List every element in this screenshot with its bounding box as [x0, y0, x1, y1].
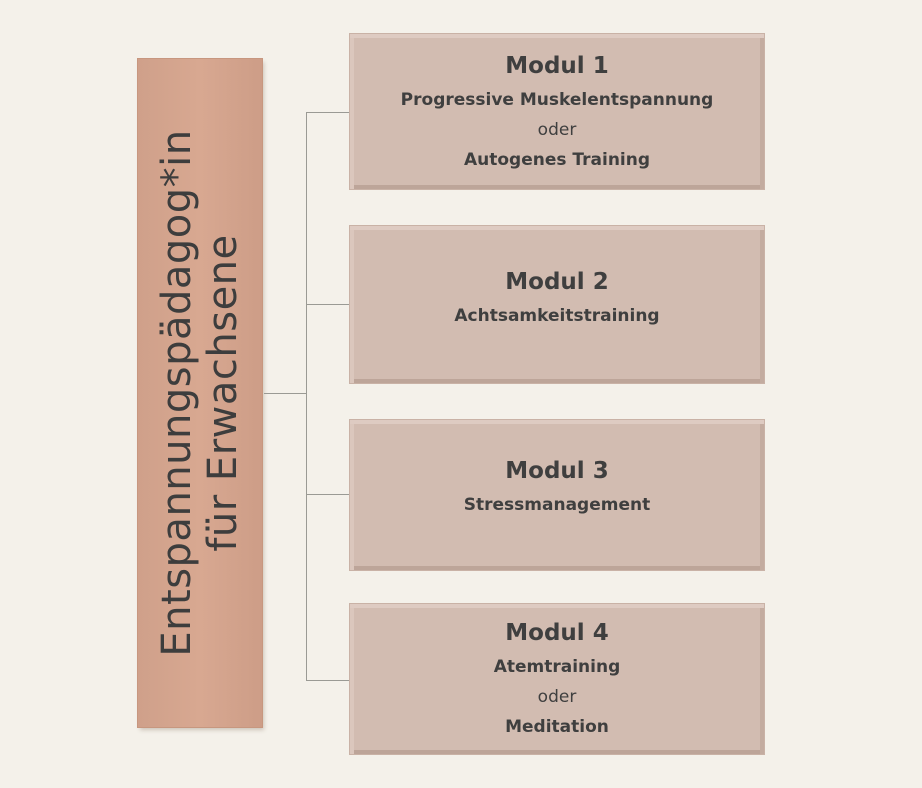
module-1-title: Modul 1: [505, 52, 609, 79]
module-4-box: Modul 4 Atemtraining oder Meditation: [350, 604, 764, 754]
module-4-topic-1: Atemtraining: [493, 657, 621, 677]
connector-branch-3: [306, 494, 350, 495]
module-4-title: Modul 4: [505, 620, 609, 646]
module-4-separator: oder: [537, 687, 577, 707]
connector-root-trunk: [264, 393, 307, 394]
module-3-title: Modul 3: [505, 458, 609, 484]
connector-branch-2: [306, 304, 350, 305]
root-label-line-1: Entspannungspädagog*in: [154, 129, 200, 657]
connector-branch-4: [306, 680, 350, 681]
module-3-topic-1: Stressmanagement: [463, 495, 651, 515]
module-1-topic-2: Autogenes Training: [463, 149, 651, 170]
connector-vertical-spine: [306, 112, 307, 680]
root-label: Entspannungspädagog*in für Erwachsene: [154, 59, 246, 727]
module-3-box: Modul 3 Stressmanagement: [350, 420, 764, 570]
root-node: Entspannungspädagog*in für Erwachsene: [138, 59, 262, 727]
module-2-title: Modul 2: [505, 268, 609, 295]
connector-branch-1: [306, 112, 350, 113]
module-4-topic-2: Meditation: [505, 717, 609, 737]
root-label-line-2: für Erwachsene: [200, 234, 246, 552]
module-1-box: Modul 1 Progressive Muskelentspannung od…: [350, 34, 764, 189]
module-2-topic-1: Achtsamkeitstraining: [454, 305, 660, 326]
module-1-separator: oder: [537, 119, 577, 140]
module-1-topic-1: Progressive Muskelentspannung: [400, 89, 714, 110]
module-2-box: Modul 2 Achtsamkeitstraining: [350, 226, 764, 383]
